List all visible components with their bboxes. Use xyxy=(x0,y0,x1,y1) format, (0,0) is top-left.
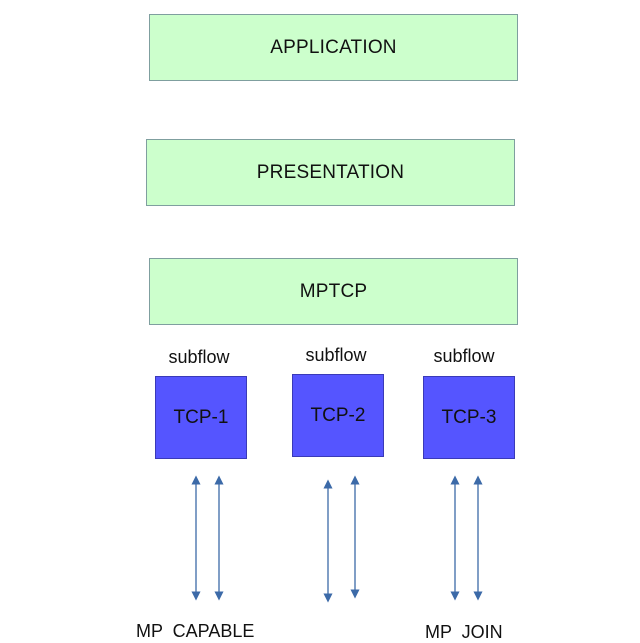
tcp-1-box: TCP-1 xyxy=(155,376,247,459)
application-layer-label: APPLICATION xyxy=(270,36,397,58)
subflow-label-2: subflow xyxy=(305,345,367,365)
presentation-layer-label: PRESENTATION xyxy=(256,161,405,183)
mp-capable-label: MP CAPABLE xyxy=(136,621,255,641)
mptcp-layer: MPTCP xyxy=(149,258,518,325)
mp-join-label: MP JOIN xyxy=(425,622,503,642)
presentation-layer: PRESENTATION xyxy=(146,139,515,206)
tcp-2-label: TCP-2 xyxy=(310,404,366,426)
tcp-2-box: TCP-2 xyxy=(292,374,384,457)
application-layer: APPLICATION xyxy=(149,14,518,81)
subflow-label-3: subflow xyxy=(433,346,495,366)
tcp-1-label: TCP-1 xyxy=(173,406,229,428)
tcp-3-box: TCP-3 xyxy=(423,376,515,459)
mptcp-layer-label: MPTCP xyxy=(299,280,368,302)
tcp-3-label: TCP-3 xyxy=(441,406,497,428)
subflow-label-1: subflow xyxy=(168,347,230,367)
